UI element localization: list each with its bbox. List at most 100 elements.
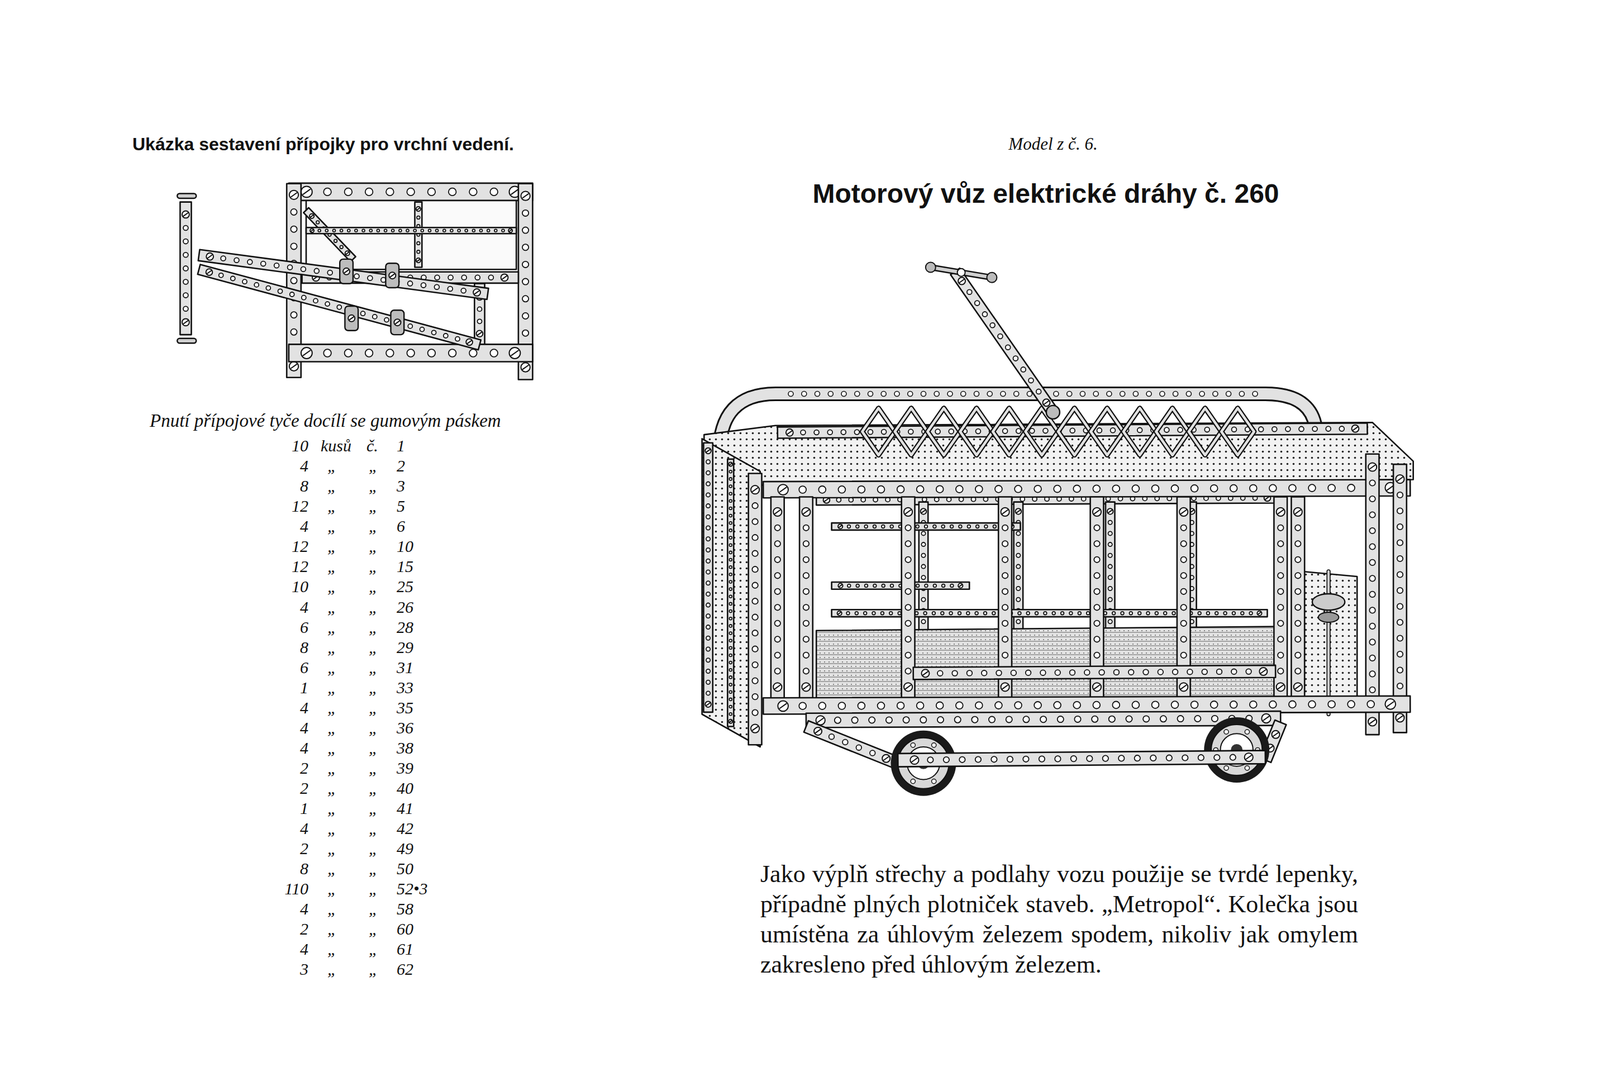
screw-head — [289, 190, 299, 200]
screw-head — [773, 682, 782, 692]
strip-hole — [420, 229, 424, 232]
strip-hole — [1232, 611, 1236, 616]
strip-hole — [1181, 540, 1187, 547]
strip-hole — [1108, 564, 1113, 569]
strip-hole — [827, 391, 833, 397]
lattice-girder — [1155, 408, 1189, 456]
strip-hole — [1397, 524, 1403, 530]
screw-head — [501, 273, 509, 282]
strip-hole — [1369, 591, 1375, 598]
strip-hole — [406, 229, 409, 232]
strip-hole — [1132, 701, 1140, 709]
screw-slot — [310, 229, 314, 232]
strip-hole — [1016, 597, 1021, 602]
ditto-mark: „ — [368, 898, 379, 919]
ditto-mark: „ — [327, 597, 337, 618]
lattice-girder — [1123, 408, 1156, 456]
pole-knob — [925, 262, 936, 273]
part-number: 35 — [396, 697, 414, 718]
strip-hole — [1171, 701, 1179, 709]
strip-hole — [316, 220, 320, 225]
flat-plate — [306, 200, 517, 270]
ditto-mark: „ — [368, 939, 379, 960]
part-number: 38 — [396, 737, 414, 759]
strip-hole — [872, 611, 876, 616]
strip-hole — [1069, 669, 1076, 676]
strip-hole — [1002, 428, 1008, 434]
strip-hole — [923, 611, 927, 616]
strip-hole — [1054, 755, 1061, 762]
strip-hole — [940, 611, 945, 616]
strip-hole — [921, 619, 926, 624]
strip-hole — [834, 717, 841, 724]
strip-hole — [1166, 755, 1173, 761]
screw-slot — [302, 188, 311, 195]
strip-hole — [729, 661, 732, 665]
strip-hole — [477, 306, 483, 312]
strip-hole — [1158, 669, 1164, 675]
strip-hole — [842, 739, 849, 746]
screw-slot — [1386, 701, 1394, 707]
screw-head — [1179, 507, 1188, 517]
strip-hole — [290, 208, 297, 216]
strip-hole — [1002, 525, 1008, 531]
part-number: 52•3 — [396, 878, 428, 899]
lattice-girder — [1188, 408, 1222, 456]
page-title: Motorový vůz elektrické dráhy č. 260 — [710, 177, 1382, 211]
strip-hole — [522, 278, 529, 285]
strip-hole — [838, 702, 846, 710]
strip-hole — [921, 531, 926, 536]
strip-hole — [1182, 754, 1188, 761]
strip-hole — [1146, 611, 1150, 616]
lattice-girder — [1091, 408, 1125, 456]
perforated-strip — [306, 227, 517, 234]
strip-hole — [729, 690, 732, 694]
strip-hole — [290, 243, 297, 250]
strip-hole — [1086, 611, 1090, 616]
ditto-mark: „ — [327, 637, 337, 658]
strip-hole — [967, 670, 973, 676]
strip-hole — [469, 349, 478, 357]
strip-hole — [1035, 611, 1039, 616]
screw-head — [1293, 682, 1303, 692]
strip-hole — [729, 470, 732, 474]
strip-hole — [455, 336, 460, 342]
screw-head — [509, 347, 521, 359]
strip-hole — [1069, 611, 1073, 616]
strip-hole — [706, 525, 711, 530]
part-number: 58 — [396, 898, 414, 919]
part-number: 2 — [396, 455, 406, 476]
strip-hole — [706, 559, 711, 564]
strip-hole — [905, 652, 911, 659]
screw-head — [182, 318, 190, 326]
strip-hole — [798, 702, 807, 710]
strip-hole — [1163, 611, 1168, 616]
strip-hole — [729, 624, 732, 628]
strip-hole — [1112, 701, 1120, 709]
strip-hole — [751, 662, 758, 668]
strip-hole — [450, 229, 454, 232]
screw-slot — [511, 350, 519, 356]
strip-hole — [398, 229, 402, 232]
screw-slot — [1369, 464, 1376, 470]
strip-hole — [1016, 553, 1021, 558]
strip-hole — [1084, 669, 1090, 676]
screw-slot — [774, 684, 781, 690]
strip-hole — [868, 391, 874, 397]
strip-hole — [974, 391, 980, 397]
strip-hole — [729, 617, 732, 621]
strip-hole — [1093, 540, 1100, 547]
screw-head — [750, 485, 760, 494]
lattice-girder-face — [894, 408, 928, 456]
screw-slot — [508, 229, 512, 232]
strip-hole — [522, 261, 529, 268]
perforated-strip — [799, 497, 813, 703]
screw-slot — [729, 463, 732, 466]
strip-hole — [183, 252, 189, 258]
rod-body — [930, 267, 993, 278]
strip-hole — [369, 229, 373, 232]
strip-hole — [934, 391, 940, 397]
strip-hole — [377, 229, 380, 232]
strip-hole — [838, 486, 846, 494]
strip-hole — [774, 652, 781, 659]
